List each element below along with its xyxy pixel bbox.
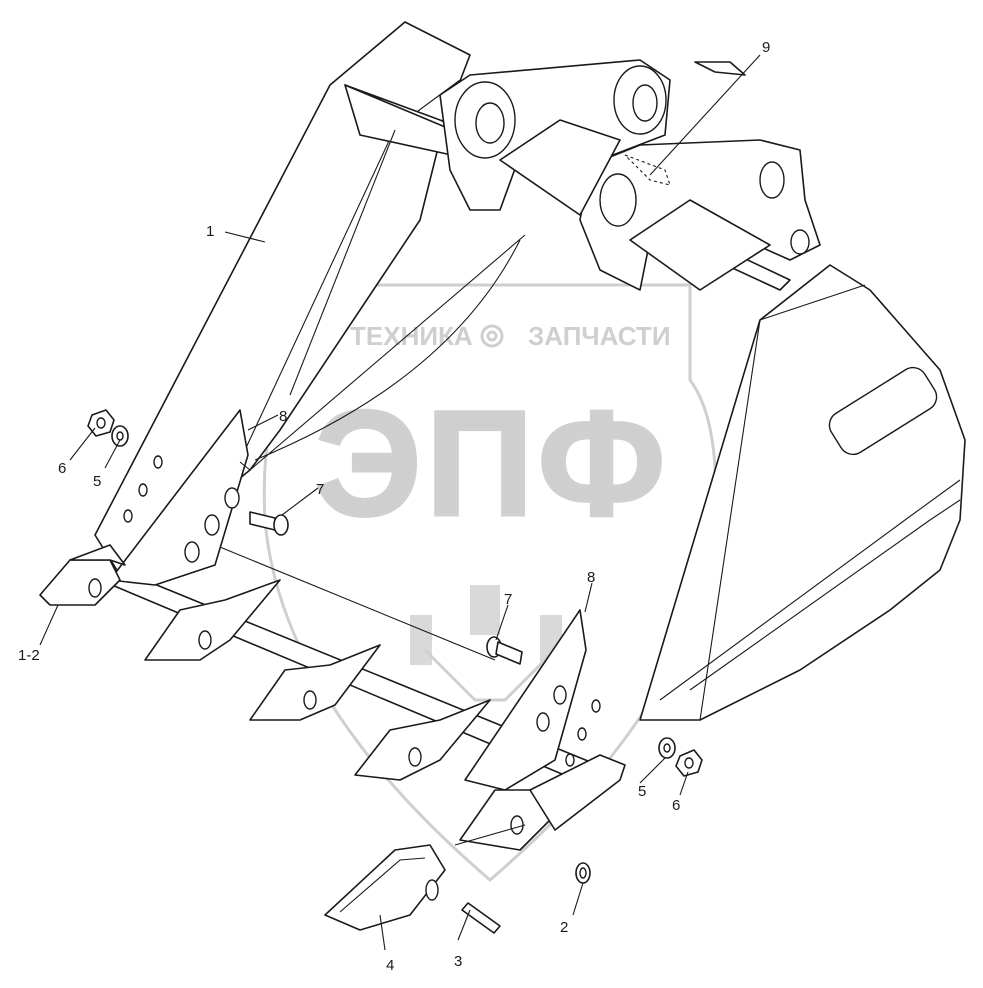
callout-tooth-lower: 4 [386, 957, 394, 974]
callout-adapter-tooth: 1-2 [18, 647, 40, 664]
tooth-1 [39, 544, 126, 606]
callout-side-cutter-left: 8 [279, 408, 287, 425]
leader-lines [39, 54, 761, 951]
tooth-2 [144, 579, 281, 661]
washer-right [658, 737, 676, 759]
watermark-shield-outline [262, 283, 718, 882]
retainer-loose [575, 862, 591, 884]
plate-top [694, 61, 746, 76]
side-slot [828, 366, 938, 456]
bucket-shell [639, 264, 966, 721]
side-cutter-left [109, 409, 249, 586]
bolt-left [249, 511, 289, 536]
callout-retainer-lower: 2 [560, 919, 568, 936]
callout-labels: 1 2 3 4 5 6 5 6 7 7 8 8 9 1-2 [18, 39, 770, 974]
callout-washer-left: 5 [93, 473, 101, 490]
callout-side-cutter-right: 8 [587, 569, 595, 586]
callout-nut-right: 6 [672, 797, 680, 814]
side-cutter-right [464, 609, 587, 791]
cross-tube [499, 119, 621, 216]
watermark: ТЕХНИКА ЗАПЧАСТИ ЭПФ [262, 283, 718, 882]
tooth-row [39, 544, 626, 851]
watermark-text-left: ТЕХНИКА [350, 321, 473, 351]
washer-left [111, 425, 129, 447]
nut-right [675, 749, 703, 777]
callout-nut-left: 6 [58, 460, 66, 477]
bolt-right [486, 636, 523, 665]
callout-bolt-left: 7 [316, 481, 324, 498]
pin-loose [461, 902, 501, 934]
side-tooth-right [529, 754, 626, 831]
callout-pin-lower: 3 [454, 953, 462, 970]
tooth-loose [324, 844, 446, 931]
watermark-gear-icon [480, 324, 504, 348]
callout-washer-right: 5 [638, 783, 646, 800]
callout-frame: 1 [206, 223, 214, 240]
callout-bolt-right: 7 [504, 591, 512, 608]
watermark-text-right: ЗАПЧАСТИ [528, 321, 671, 351]
tooth-3 [249, 644, 381, 721]
callout-plate-top: 9 [762, 39, 770, 56]
tooth-4 [354, 699, 491, 781]
watermark-logo-letters: ЭПФ [315, 379, 670, 547]
